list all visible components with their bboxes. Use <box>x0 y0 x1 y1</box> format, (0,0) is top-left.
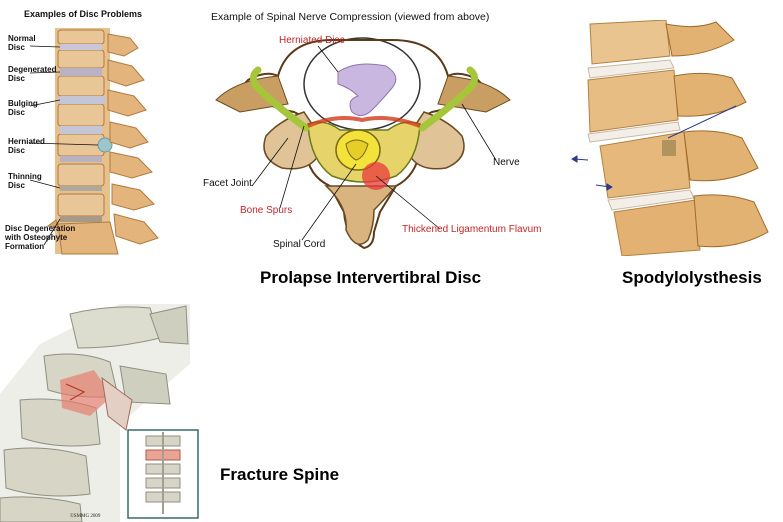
fracture-spine-illustration <box>0 304 199 522</box>
arrow-icons <box>571 155 613 191</box>
label-thinning-disc: Thinning Disc <box>8 172 42 190</box>
fracture-spine-panel: ©SMMG 2009 <box>0 304 200 522</box>
copyright-text: ©SMMG 2009 <box>70 514 101 519</box>
lumbar-spine-drawing <box>46 28 159 255</box>
disc-leader-lines <box>29 45 99 246</box>
caption-spodylolysthesis: Spodylolysthesis <box>622 268 762 287</box>
disc-problems-panel: Examples of Disc Problems Normal Disc De… <box>0 0 162 256</box>
compression-leader-lines <box>251 45 497 241</box>
vertebra-top-view-drawing <box>215 37 511 250</box>
spondylolysthesis-panel <box>566 20 776 256</box>
caption-fracture-spine: Fracture Spine <box>220 465 340 484</box>
fracture-spine-drawing <box>0 304 199 522</box>
nerve-compression-illustration <box>215 37 511 250</box>
label-nerve: Nerve <box>493 157 520 168</box>
compression-panel-title: Example of Spinal Nerve Compression (vie… <box>211 11 490 23</box>
label-herniated-disc-red: Herniated Disc <box>279 35 345 46</box>
disc-problems-illustration <box>29 28 159 255</box>
label-normal-disc: Normal Disc <box>8 34 36 52</box>
caption-prolapse-intervertibral-disc: Prolapse Intervertibral Disc <box>260 268 482 287</box>
disc-panel-title: Examples of Disc Problems <box>24 9 143 19</box>
label-bulging-disc: Bulging Disc <box>8 99 38 117</box>
label-bone-spurs: Bone Spurs <box>240 205 293 216</box>
spondylolysthesis-spine-drawing <box>566 20 776 256</box>
label-degenerated-disc: Degenerated Disc <box>8 65 57 83</box>
label-spinal-cord: Spinal Cord <box>273 239 326 250</box>
label-disc-degeneration-osteophyte: Disc Degeneration with Osteophyte Format… <box>5 224 76 251</box>
label-thickened-ligamentum-flavum: Thickened Ligamentum Flavum <box>402 224 542 235</box>
label-facet-joint: Facet Joint <box>203 178 252 189</box>
nerve-compression-panel: Example of Spinal Nerve Compression (vie… <box>196 0 556 262</box>
spondylolysthesis-illustration <box>566 20 776 256</box>
label-herniated-disc: Herniated Disc <box>8 137 45 155</box>
